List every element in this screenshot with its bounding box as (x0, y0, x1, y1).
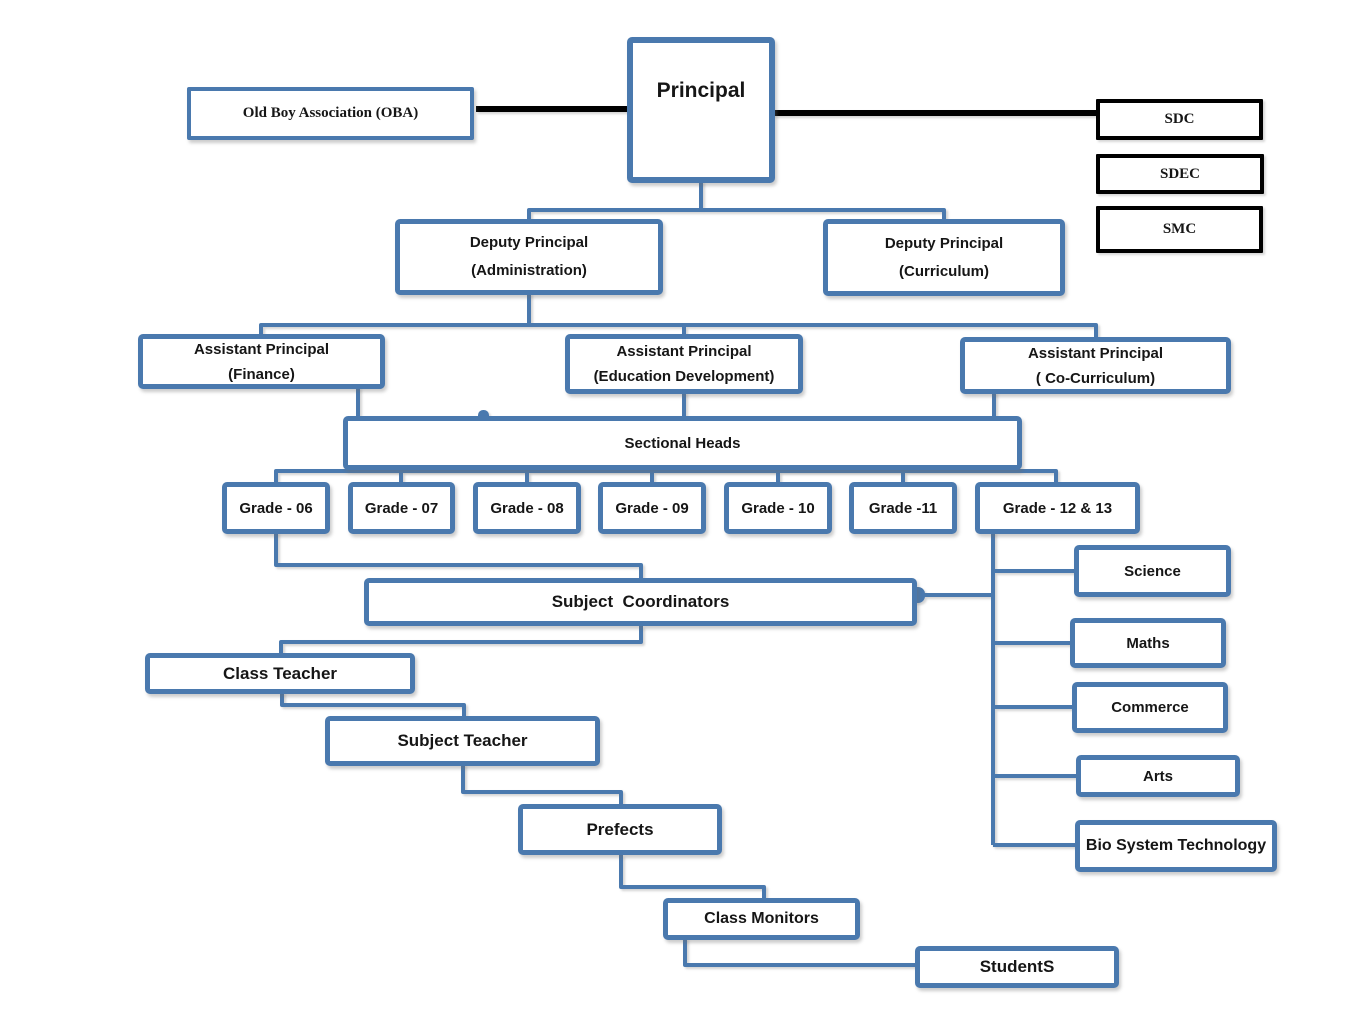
connector-deputies-split (527, 208, 946, 221)
node-grade-12-13: Grade - 12 & 13 (975, 482, 1140, 534)
assistant-finance-line2: (Finance) (228, 365, 295, 383)
arts-label: Arts (1142, 767, 1173, 785)
node-students: StudentS (915, 946, 1119, 988)
science-label: Science (1124, 562, 1181, 580)
node-commerce: Commerce (1072, 682, 1228, 733)
node-subject-teacher: Subject Teacher (325, 716, 600, 766)
assistant-education-line2: (Education Development) (593, 368, 775, 385)
grade-08-label: Grade - 08 (490, 499, 564, 517)
assistant-finance-line1: Assistant Principal (193, 340, 330, 358)
node-science: Science (1074, 545, 1231, 597)
node-sdec: SDEC (1096, 154, 1264, 194)
node-grade-11: Grade -11 (849, 482, 957, 534)
node-assistant-principal-education-development: Assistant Principal (Education Developme… (565, 334, 803, 394)
class-teacher-label: Class Teacher (222, 663, 338, 683)
class-monitors-label: Class Monitors (704, 910, 819, 927)
connector-assistant-split (259, 323, 1098, 339)
connector-grade-rail (274, 469, 1058, 484)
grade-12-13-label: Grade - 12 & 13 (1002, 499, 1113, 517)
connector-classteacher-subjectteacher (280, 692, 466, 718)
node-smc: SMC (1096, 206, 1263, 253)
node-grade-09: Grade - 09 (598, 482, 706, 534)
node-bio-system-technology: Bio System Technology (1075, 820, 1277, 872)
node-class-monitors: Class Monitors (663, 898, 860, 940)
connector-grade06-subjectcoordinators (274, 532, 643, 580)
node-old-boy-association-label: Old Boy Association (OBA) (242, 105, 419, 121)
node-sdec-label: SDEC (1159, 165, 1200, 182)
node-principal-label: Principal (656, 79, 746, 102)
node-grade-08: Grade - 08 (473, 482, 581, 534)
node-prefects: Prefects (518, 804, 722, 855)
node-deputy-principal-administration: Deputy Principal (Administration) (395, 219, 663, 295)
node-grade-07: Grade - 07 (348, 482, 455, 534)
node-assistant-principal-co-curriculum: Assistant Principal ( Co-Curriculum) (960, 337, 1231, 394)
prefects-label: Prefects (586, 819, 654, 839)
deputy-administration-line1: Deputy Principal (469, 234, 589, 251)
sectional-heads-label: Sectional Heads (624, 434, 741, 452)
assistant-education-line1: Assistant Principal (616, 343, 752, 360)
assistant-co-curriculum-line2: ( Co-Curriculum) (1035, 369, 1156, 387)
node-sectional-heads: Sectional Heads (343, 416, 1022, 470)
grade-11-label: Grade -11 (868, 499, 938, 517)
bio-system-technology-label: Bio System Technology (1085, 837, 1267, 854)
grade-06-label: Grade - 06 (239, 499, 313, 517)
node-old-boy-association: Old Boy Association (OBA) (187, 87, 474, 140)
commerce-label: Commerce (1111, 699, 1189, 716)
grade-10-label: Grade - 10 (741, 499, 815, 517)
node-maths: Maths (1070, 618, 1226, 668)
node-smc-label: SMC (1162, 221, 1197, 237)
connector-subjectcoordinators-classteacher (279, 626, 643, 655)
deputy-administration-line2: (Administration) (471, 262, 587, 279)
subject-teacher-label: Subject Teacher (397, 731, 528, 750)
node-subject-coordinators: Subject Coordinators (364, 578, 917, 626)
node-sdc-label: SDC (1164, 111, 1195, 127)
assistant-co-curriculum-line1: Assistant Principal (1027, 344, 1164, 362)
node-arts: Arts (1076, 755, 1240, 797)
node-sdc: SDC (1096, 99, 1263, 140)
grade-09-label: Grade - 09 (615, 499, 689, 517)
node-deputy-principal-curriculum: Deputy Principal (Curriculum) (823, 219, 1065, 296)
students-label: StudentS (979, 957, 1055, 976)
node-assistant-principal-finance: Assistant Principal (Finance) (138, 334, 385, 389)
subject-coordinators-label: Subject Coordinators (551, 592, 730, 611)
node-class-teacher: Class Teacher (145, 653, 415, 694)
deputy-curriculum-line1: Deputy Principal (884, 234, 1004, 252)
connector-subjectteacher-prefects (461, 764, 623, 806)
deputy-curriculum-line2: (Curriculum) (899, 262, 989, 280)
maths-label: Maths (1126, 634, 1170, 652)
node-grade-06: Grade - 06 (222, 482, 330, 534)
node-principal: Principal (627, 37, 775, 183)
connector-prefects-classmonitors (619, 855, 766, 900)
connector-classmonitors-students (683, 938, 917, 967)
node-grade-10: Grade - 10 (724, 482, 832, 534)
grade-07-label: Grade - 07 (364, 499, 439, 517)
